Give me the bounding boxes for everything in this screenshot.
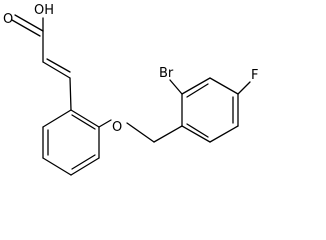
bond-o-ch2 bbox=[126, 122, 155, 143]
structure-canvas: O OH O Br F bbox=[3, 3, 258, 176]
molecule-structure: O OH O Br F bbox=[3, 3, 258, 176]
ring1-bond-1 bbox=[70, 109, 100, 128]
ring2-inner-3 bbox=[186, 123, 209, 138]
bond-ring2-f bbox=[237, 81, 251, 95]
bond-carbonyl-double-a bbox=[14, 14, 44, 32]
atom-label-carbonyl-oxygen: O bbox=[3, 12, 13, 27]
atom-label-hydroxyl: OH bbox=[34, 3, 54, 18]
ring2-bond-2 bbox=[181, 77, 211, 95]
bond-ring2-br bbox=[169, 79, 183, 95]
ring1-inner-1 bbox=[71, 114, 96, 130]
bond-ring1-o bbox=[98, 119, 112, 128]
bond-ch2-ring2 bbox=[153, 125, 183, 143]
atom-label-fluorine: F bbox=[251, 68, 258, 83]
ring2-bond-6 bbox=[181, 125, 211, 143]
bond-alkene-main bbox=[42, 61, 71, 79]
ring1-inner-2 bbox=[71, 154, 96, 170]
ring2-inner-1 bbox=[186, 83, 209, 98]
bond-alkene-inner bbox=[46, 58, 71, 73]
ring1-bond-6 bbox=[42, 109, 72, 128]
bond-c3-ring1 bbox=[69, 77, 72, 111]
atom-label-ether-oxygen: O bbox=[112, 120, 122, 135]
ring1-bond-4 bbox=[42, 157, 72, 176]
atom-label-bromine: Br bbox=[159, 66, 174, 81]
ring2-bond-3 bbox=[209, 77, 239, 95]
bond-carbonyl-double-b bbox=[11, 19, 41, 37]
ring2-bond-5 bbox=[209, 125, 239, 143]
ring1-bond-3 bbox=[70, 157, 100, 176]
